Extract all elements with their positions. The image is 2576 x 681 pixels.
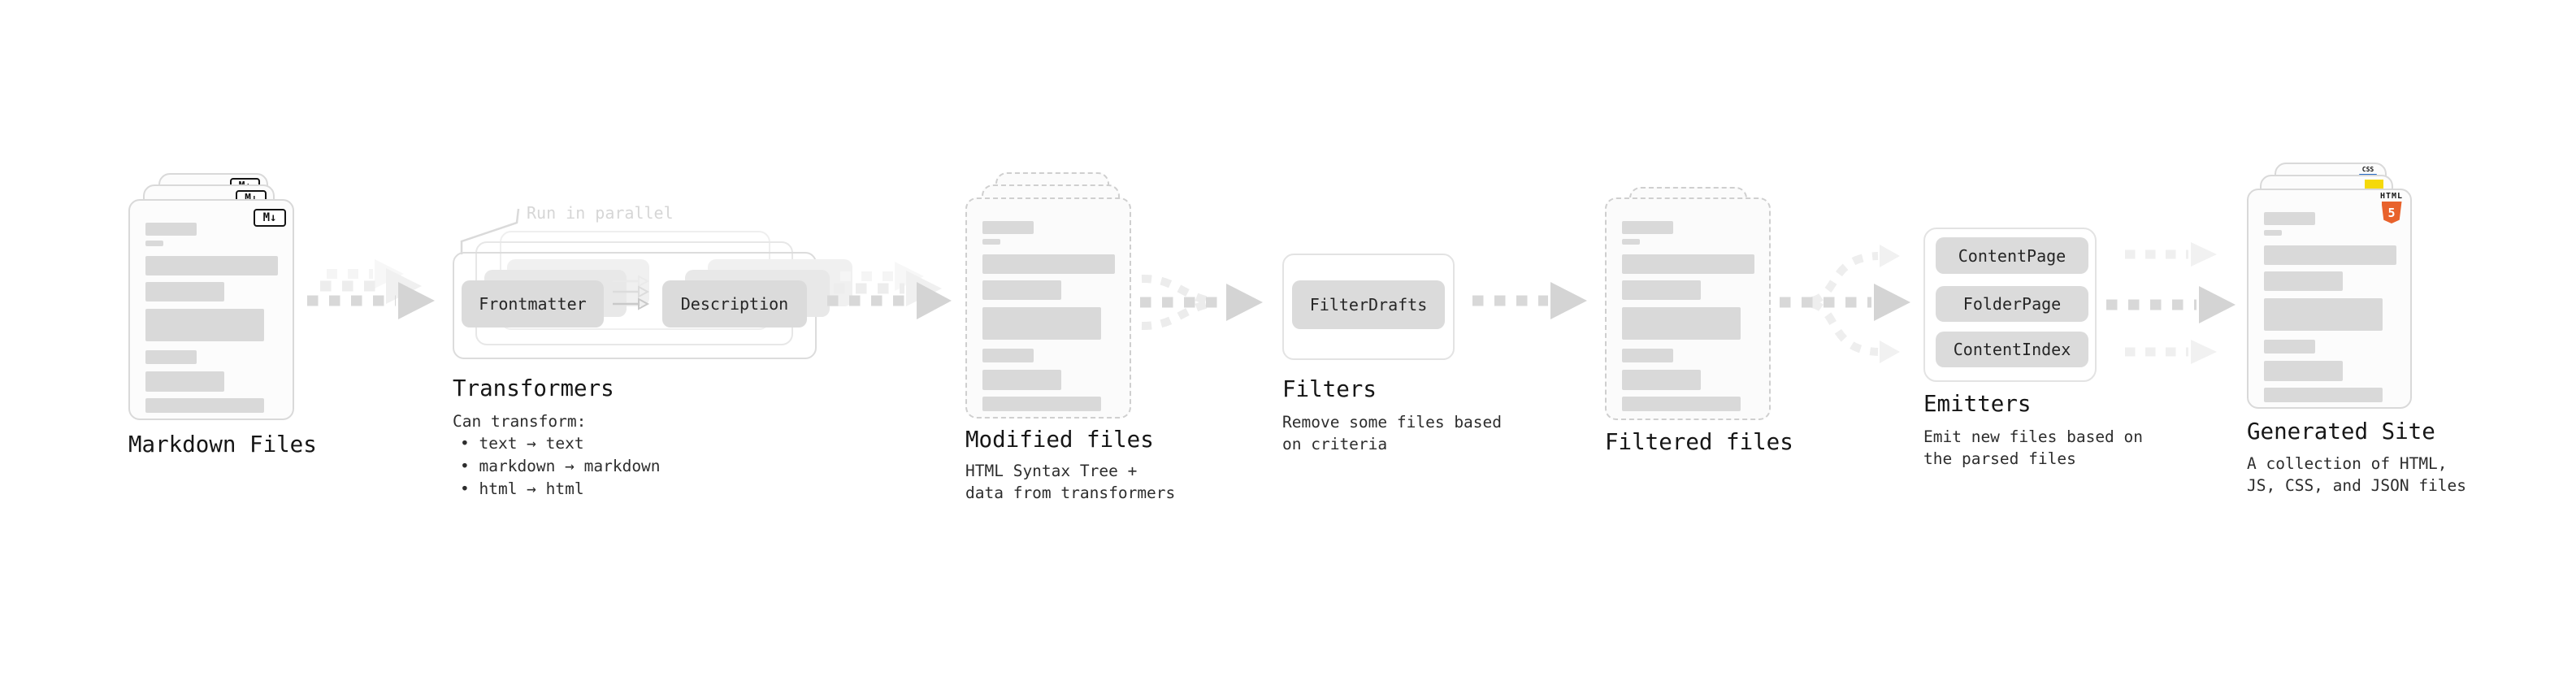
emitter-pill-contentindex: ContentIndex <box>1936 332 2088 367</box>
emitter-pill-folderpage: FolderPage <box>1936 286 2088 322</box>
transformers-bullet-list: • text → text • markdown → markdown • ht… <box>460 432 661 501</box>
html5-icon: HTML 5 <box>2379 193 2404 223</box>
placeholder-bar <box>2264 298 2383 331</box>
flow-arrow-modified-to-filters <box>1140 274 1263 331</box>
stage-title-markdown-files: Markdown Files <box>128 432 317 458</box>
placeholder-bar <box>2264 361 2343 381</box>
transformer-pill-description: Description <box>662 280 807 327</box>
placeholder-bar <box>1622 349 1673 362</box>
pill-connector-arrows <box>613 275 650 310</box>
bullet-item: • markdown → markdown <box>460 457 661 475</box>
placeholder-bar <box>982 254 1115 274</box>
html5-badge-word: HTML <box>2379 192 2404 201</box>
filter-pill-filterdrafts: FilterDrafts <box>1292 280 1445 329</box>
placeholder-bar <box>982 280 1061 300</box>
stage-title-generated-site: Generated Site <box>2247 419 2435 445</box>
placeholder-bar <box>145 282 224 301</box>
placeholder-bar <box>145 223 197 236</box>
placeholder-bar <box>145 309 264 341</box>
placeholder-bar <box>2264 212 2315 225</box>
placeholder-bar <box>2264 340 2315 354</box>
modified-file-card <box>965 197 1131 419</box>
placeholder-bar <box>982 307 1101 340</box>
placeholder-bar <box>145 398 264 413</box>
placeholder-bar <box>2264 271 2343 291</box>
run-in-parallel-note: Run in parallel <box>527 203 674 223</box>
placeholder-bar <box>1622 221 1673 234</box>
generated-file-card-html <box>2247 189 2412 409</box>
placeholder-bar <box>1622 370 1701 390</box>
placeholder-bar <box>982 349 1034 362</box>
flow-arrow-markdown-to-transformers <box>307 259 435 319</box>
placeholder-bar <box>145 241 163 246</box>
markdown-icon: M↓ <box>254 209 286 227</box>
filters-desc: Remove some files based on criteria <box>1282 413 1503 453</box>
js-file-icon <box>2365 180 2383 189</box>
flow-arrow-filters-to-filtered <box>1472 282 1587 319</box>
modified-files-desc: HTML Syntax Tree + data from transformer… <box>965 462 1176 502</box>
placeholder-bar <box>982 221 1034 234</box>
placeholder-bar <box>1622 239 1640 245</box>
placeholder-bar <box>1622 307 1741 340</box>
stage-title-modified-files: Modified files <box>965 427 1154 453</box>
flow-arrow-filtered-to-emitters <box>1780 245 1910 363</box>
flow-arrow-transformers-to-modified <box>827 262 952 319</box>
emitter-pill-contentpage: ContentPage <box>1936 237 2088 274</box>
stage-title-emitters: Emitters <box>1923 391 2032 417</box>
placeholder-bar <box>1622 254 1754 274</box>
transformers-desc-heading: Can transform: <box>453 412 587 431</box>
placeholder-bar <box>145 350 197 364</box>
bullet-item: • text → text <box>460 434 584 453</box>
placeholder-bar <box>982 397 1101 411</box>
note-callout-line <box>460 208 520 254</box>
generated-site-desc: A collection of HTML, JS, CSS, and JSON … <box>2247 454 2467 495</box>
css-badge-label: CSS <box>2361 166 2374 173</box>
stage-title-filters: Filters <box>1282 376 1377 402</box>
stage-title-transformers: Transformers <box>453 375 614 401</box>
placeholder-bar <box>145 256 278 275</box>
flow-arrow-emitters-to-generated <box>2106 242 2236 364</box>
markdown-file-card <box>128 199 294 420</box>
bullet-item: • html → html <box>460 479 584 498</box>
html5-badge-number: 5 <box>2387 205 2396 220</box>
stage-title-filtered-files: Filtered files <box>1605 429 1793 455</box>
placeholder-bar <box>145 371 224 392</box>
placeholder-bar <box>982 239 1000 245</box>
placeholder-bar <box>2264 245 2396 265</box>
filtered-file-card <box>1605 197 1771 420</box>
placeholder-bar <box>1622 397 1741 411</box>
html5-badge-shield: 5 <box>2381 202 2402 223</box>
emitters-desc: Emit new files based on the parsed files <box>1923 427 2144 468</box>
transformer-pill-frontmatter: Frontmatter <box>462 280 604 327</box>
placeholder-bar <box>2264 388 2383 402</box>
placeholder-bar <box>982 370 1061 390</box>
placeholder-bar <box>1622 280 1701 300</box>
placeholder-bar <box>2264 230 2282 236</box>
